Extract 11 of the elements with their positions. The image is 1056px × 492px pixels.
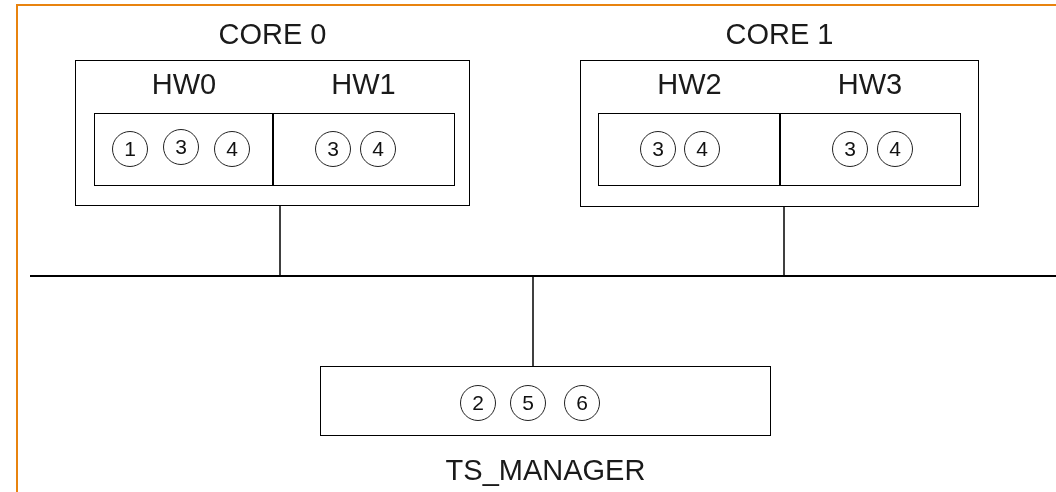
connector-line: [783, 206, 785, 276]
manager-label: TS_MANAGER: [444, 453, 647, 488]
core-label: CORE 1: [724, 17, 835, 52]
connector-line: [279, 205, 281, 276]
hardware-thread-label: HW0: [150, 67, 218, 102]
hardware-thread-label: HW1: [330, 67, 397, 102]
hardware-thread-label: HW2: [656, 67, 723, 102]
bus-line: [30, 275, 1056, 277]
hardware-thread-label: HW3: [836, 67, 904, 102]
connector-line: [532, 276, 534, 367]
core-label: CORE 0: [217, 17, 328, 52]
